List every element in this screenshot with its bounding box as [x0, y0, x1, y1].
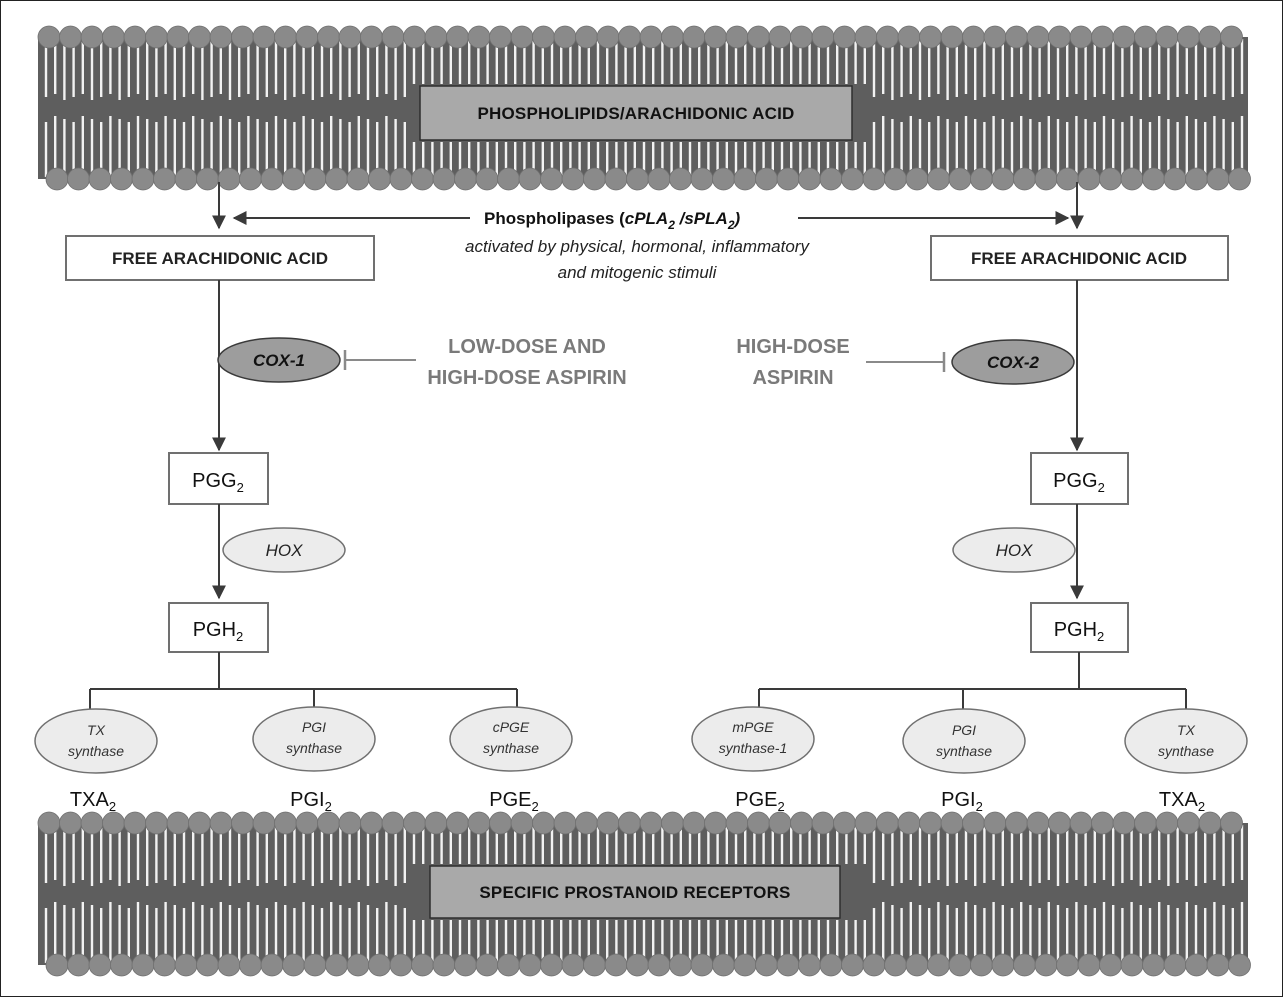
- left-cpge-synthase: cPGE synthase: [450, 707, 572, 771]
- left-product-txa2: TXA2: [70, 789, 116, 814]
- cox2-enzyme: COX-2: [952, 340, 1074, 384]
- right-tx-synthase: TX synthase: [1125, 709, 1247, 773]
- high-dose-aspirin-line1: HIGH-DOSE: [736, 336, 849, 358]
- right-pgg2-box: PGG2: [1031, 453, 1128, 504]
- left-free-arachidonic-acid-box: FREE ARACHIDONIC ACID: [66, 236, 374, 280]
- left-hox-enzyme: HOX: [223, 528, 345, 572]
- right-pgi-synthase-line2: synthase: [936, 743, 992, 759]
- right-inhibition-marker: [866, 352, 944, 372]
- phospholipase-activation-line1: activated by physical, hormonal, inflamm…: [465, 237, 810, 256]
- right-product-pgi2: PGI2: [941, 789, 983, 814]
- left-tx-synthase-line1: TX: [87, 722, 106, 738]
- left-branch-lines: [90, 652, 517, 715]
- right-mpge-synthase-line1: mPGE: [732, 719, 774, 735]
- left-free-acid-label: FREE ARACHIDONIC ACID: [112, 249, 328, 268]
- phospholipase-title: Phospholipases (cPLA2 /sPLA2): [484, 209, 741, 232]
- right-hox-enzyme: HOX: [953, 528, 1075, 572]
- right-pgi-synthase: PGI synthase: [903, 709, 1025, 773]
- cox1-enzyme: COX-1: [218, 338, 340, 382]
- right-tx-synthase-line2: synthase: [1158, 743, 1214, 759]
- right-product-pge2: PGE2: [735, 789, 784, 814]
- right-tx-synthase-line1: TX: [1177, 722, 1196, 738]
- right-mpge-synthase-line2: synthase-1: [719, 740, 787, 756]
- right-mpge-synthase: mPGE synthase-1: [692, 707, 814, 771]
- bottom-membrane-label-box: SPECIFIC PROSTANOID RECEPTORS: [430, 866, 840, 918]
- cox2-label: COX-2: [987, 353, 1040, 372]
- right-pgg2-label: PGG2: [1053, 470, 1105, 495]
- right-pgh2-label: PGH2: [1054, 619, 1105, 644]
- left-tx-synthase-line2: synthase: [68, 743, 124, 759]
- phospholipase-activation-line2: and mitogenic stimuli: [558, 263, 718, 282]
- right-branch-lines: [759, 652, 1186, 715]
- top-membrane-label: PHOSPHOLIPIDS/ARACHIDONIC ACID: [477, 104, 794, 123]
- left-product-pge2: PGE2: [489, 789, 538, 814]
- left-pgh2-label: PGH2: [193, 619, 244, 644]
- left-inhibition-marker: [345, 350, 416, 370]
- left-pgg2-box: PGG2: [169, 453, 268, 504]
- top-membrane-label-box: PHOSPHOLIPIDS/ARACHIDONIC ACID: [420, 86, 852, 140]
- left-pgh2-box: PGH2: [169, 603, 268, 652]
- left-tx-synthase: TX synthase: [35, 709, 157, 773]
- left-cpge-synthase-line2: synthase: [483, 740, 539, 756]
- left-cpge-synthase-line1: cPGE: [493, 719, 530, 735]
- left-pgi-synthase-line2: synthase: [286, 740, 342, 756]
- left-pgi-synthase: PGI synthase: [253, 707, 375, 771]
- right-product-txa2: TXA2: [1159, 789, 1205, 814]
- right-hox-label: HOX: [996, 541, 1034, 560]
- left-product-pgi2: PGI2: [290, 789, 332, 814]
- left-pgi-synthase-line1: PGI: [302, 719, 326, 735]
- high-dose-aspirin-line2: ASPIRIN: [752, 367, 833, 389]
- right-pgi-synthase-line1: PGI: [952, 722, 976, 738]
- right-free-arachidonic-acid-box: FREE ARACHIDONIC ACID: [931, 236, 1228, 280]
- right-pgh2-box: PGH2: [1031, 603, 1128, 652]
- left-pgg2-label: PGG2: [192, 470, 244, 495]
- bottom-membrane-label: SPECIFIC PROSTANOID RECEPTORS: [479, 883, 790, 902]
- right-free-acid-label: FREE ARACHIDONIC ACID: [971, 249, 1187, 268]
- low-high-dose-aspirin-line2: HIGH-DOSE ASPIRIN: [427, 367, 626, 389]
- left-hox-label: HOX: [266, 541, 304, 560]
- low-high-dose-aspirin-line1: LOW-DOSE AND: [448, 336, 606, 358]
- cox1-label: COX-1: [253, 351, 305, 370]
